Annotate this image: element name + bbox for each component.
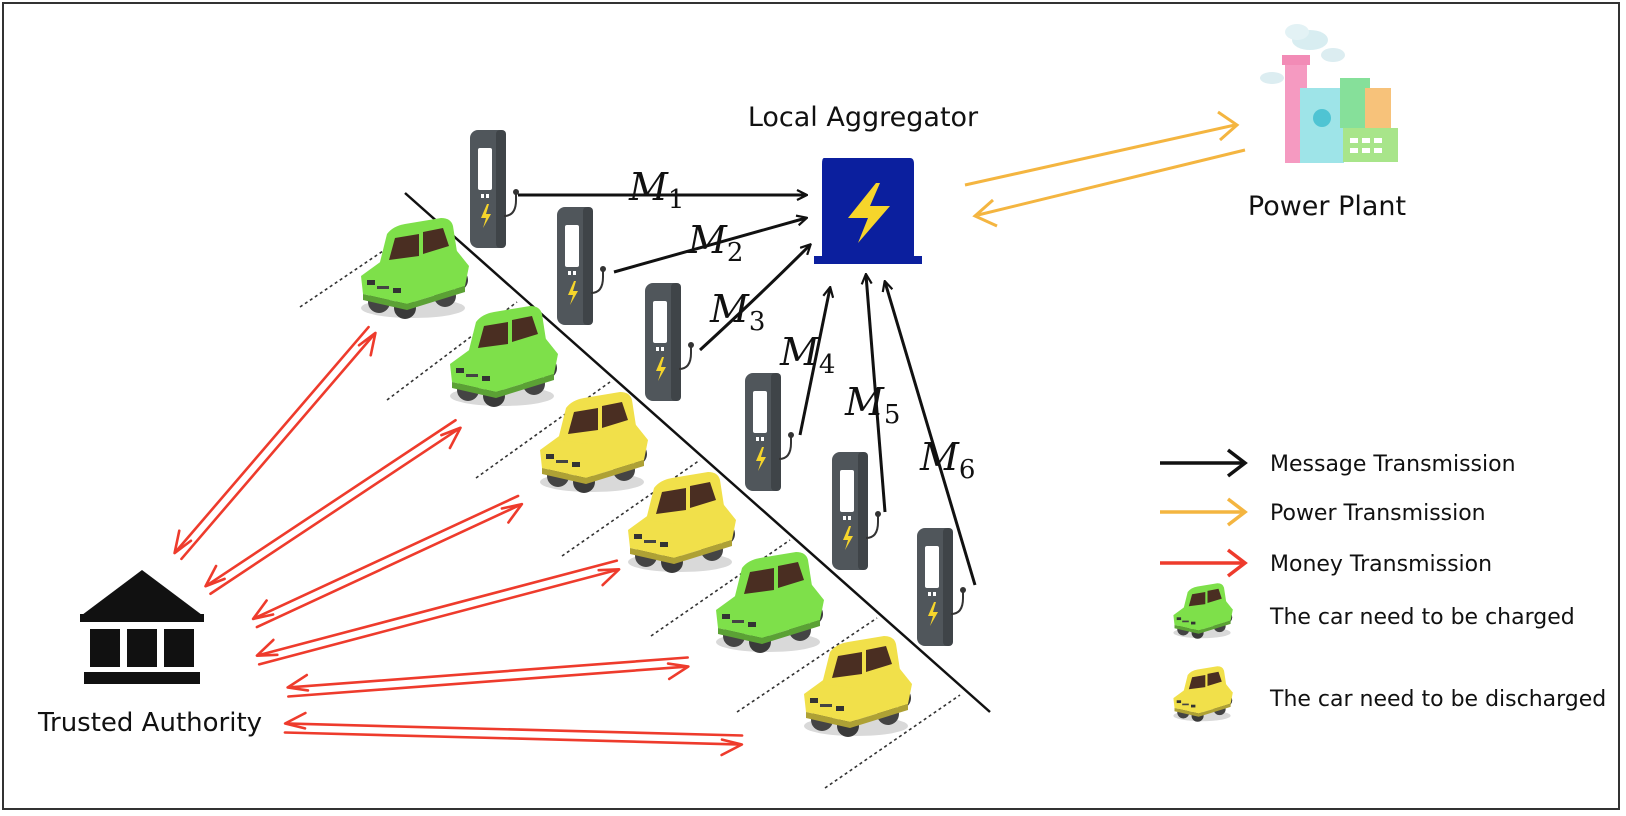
charging-stations xyxy=(470,130,966,646)
power-arrows xyxy=(964,110,1246,228)
legend: Message Transmission Power Transmission … xyxy=(1160,448,1606,722)
legend-charge-label: The car need to be charged xyxy=(1269,605,1575,630)
legend-discharge-label: The car need to be discharged xyxy=(1269,687,1606,712)
money-arrow-1 xyxy=(173,325,377,561)
message-arrow-m6 xyxy=(885,282,977,586)
money-arrow-6 xyxy=(283,711,744,757)
legend-money-arrow-icon xyxy=(1160,548,1248,578)
message-label-m4: M4 xyxy=(779,330,835,380)
parking-lot-edge xyxy=(404,192,991,713)
message-label-m6: M6 xyxy=(919,435,975,485)
message-arrow-m4 xyxy=(798,288,830,436)
money-arrow-4 xyxy=(255,559,621,666)
message-arrow-m3 xyxy=(698,245,810,352)
legend-charge-car xyxy=(1173,583,1233,639)
money-arrow-3 xyxy=(251,494,524,629)
car-3 xyxy=(540,392,648,493)
message-arrow-m2 xyxy=(613,218,806,274)
charging-station-6 xyxy=(917,528,966,646)
charging-station-4 xyxy=(745,373,794,491)
charging-station-5 xyxy=(832,452,881,570)
message-label-m5: M5 xyxy=(844,380,900,430)
message-label-m2: M2 xyxy=(687,218,743,268)
cars xyxy=(361,218,912,737)
car-1 xyxy=(361,218,469,319)
message-labels: M1 M2 M3 M4 M5 M6 xyxy=(628,165,975,485)
car-5 xyxy=(716,552,824,653)
legend-discharge-car-icon xyxy=(1173,666,1233,722)
message-label-m1: M1 xyxy=(628,165,684,215)
power-plant-label: Power Plant xyxy=(1248,191,1406,222)
legend-discharge-car xyxy=(1173,666,1233,722)
charging-station-3 xyxy=(645,283,694,401)
authority-label: Trusted Authority xyxy=(37,708,262,738)
message-label-m3: M3 xyxy=(709,287,765,337)
car-2 xyxy=(450,306,558,407)
legend-message-label: Message Transmission xyxy=(1270,452,1516,477)
legend-message-arrow-icon xyxy=(1160,448,1248,478)
legend-power-arrow-icon xyxy=(1160,497,1248,527)
local-aggregator-icon xyxy=(814,158,922,264)
charging-station-2 xyxy=(557,207,606,325)
message-arrows xyxy=(518,195,977,586)
legend-charge-car-icon xyxy=(1173,583,1233,639)
charging-station-1 xyxy=(470,130,519,248)
money-arrow-5 xyxy=(286,656,690,698)
message-arrow-m5 xyxy=(866,275,887,513)
car-4 xyxy=(628,472,736,573)
aggregator-label: Local Aggregator xyxy=(748,102,979,133)
car-6 xyxy=(804,636,912,737)
money-arrows xyxy=(173,325,744,757)
bank-icon xyxy=(80,570,204,684)
money-arrow-2 xyxy=(204,418,462,596)
power-plant-icon xyxy=(1260,24,1398,163)
legend-money-label: Money Transmission xyxy=(1270,552,1492,577)
legend-power-label: Power Transmission xyxy=(1270,501,1486,526)
